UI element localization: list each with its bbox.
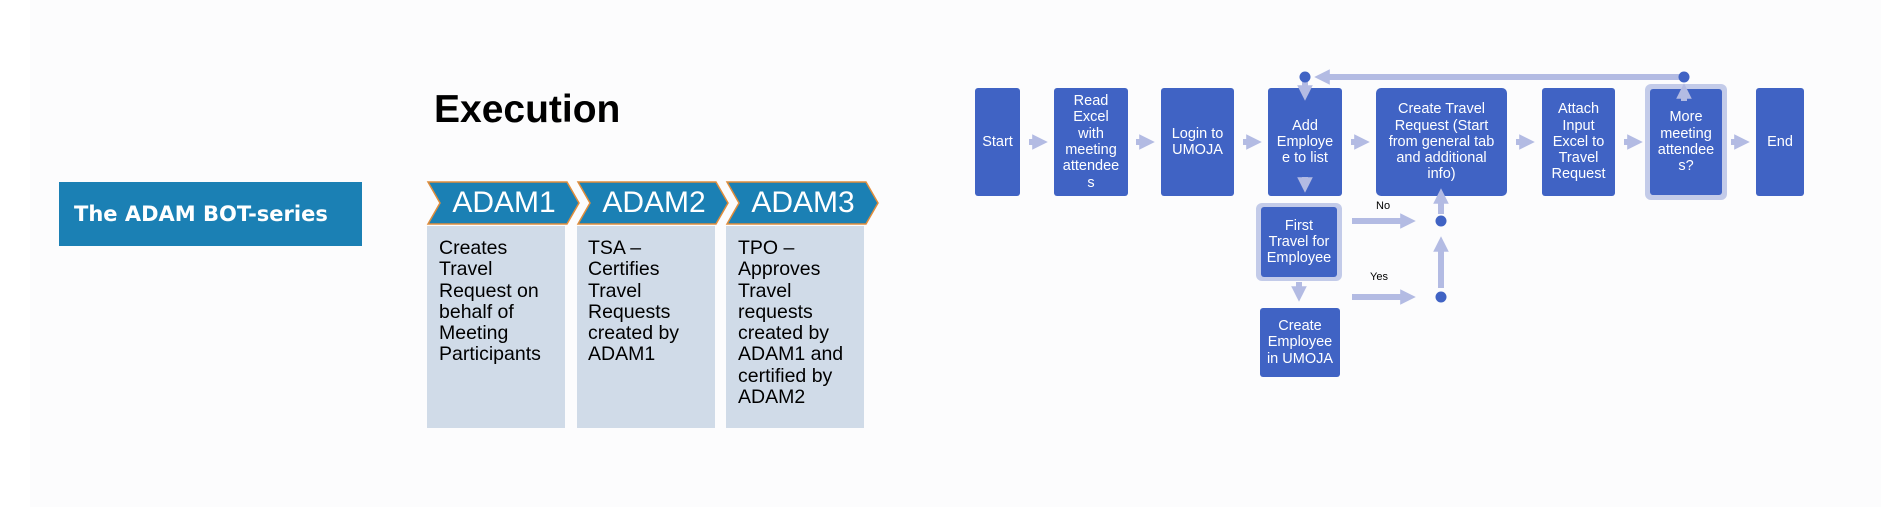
first-travel-node-label: First Travel for Employee	[1266, 217, 1332, 267]
login-umoja-node-label: Login to UMOJA	[1171, 125, 1224, 158]
loop-end-dot	[1299, 71, 1311, 83]
create-travel-request-node	[1376, 88, 1507, 196]
create-travel-request-node-label: Create Travel Request (Start from genera…	[1388, 101, 1495, 183]
yes-edge-label: Yes	[1370, 271, 1388, 283]
yes-merge-dot	[1435, 291, 1447, 303]
start-node-label: Start	[982, 133, 1013, 150]
adam2-description: TSA – Certifies Travel Requests created …	[588, 237, 680, 366]
add-employee-node-label: Add Employe e to list	[1276, 117, 1334, 167]
adam3-chevron	[725, 181, 879, 225]
attach-excel-node-label: Attach Input Excel to Travel Request	[1551, 101, 1606, 183]
no-merge-dot	[1435, 215, 1447, 227]
read-excel-node	[1054, 88, 1128, 196]
create-employee-node-label: Create Employee in UMOJA	[1266, 318, 1334, 367]
adam1-description-box	[427, 226, 565, 428]
adam1-label: ADAM1	[452, 186, 556, 219]
execution-title: Execution	[434, 88, 621, 131]
more-attendees-node	[1650, 89, 1722, 195]
read-excel-node-label: Read Excel with meeting attendee s	[1062, 93, 1120, 191]
start-node	[975, 88, 1020, 196]
adam2-label: ADAM2	[602, 186, 706, 219]
first-travel-node	[1261, 207, 1337, 277]
more-attendees-node-label: More meeting attendee s?	[1657, 109, 1715, 175]
adam2-chevron	[576, 181, 729, 225]
create-employee-node	[1260, 308, 1340, 377]
login-umoja-node	[1161, 88, 1234, 196]
adam1-chevron	[426, 181, 580, 225]
end-node	[1756, 88, 1804, 196]
adam3-label: ADAM3	[751, 186, 855, 219]
adam2-description-box	[577, 226, 715, 428]
adam-bot-series-banner: The ADAM BOT-series	[59, 182, 362, 246]
adam3-description: TPO – Approves Travel requests created b…	[738, 237, 844, 409]
slide-background	[30, 0, 1881, 507]
add-employee-node	[1268, 88, 1342, 196]
loop-start-dot	[1678, 71, 1690, 83]
adam3-description-box	[726, 226, 864, 428]
adam1-description: Creates Travel Request on behalf of Meet…	[439, 237, 541, 366]
attach-excel-node	[1542, 88, 1615, 196]
end-node-label: End	[1767, 133, 1793, 150]
no-edge-label: No	[1376, 200, 1391, 212]
